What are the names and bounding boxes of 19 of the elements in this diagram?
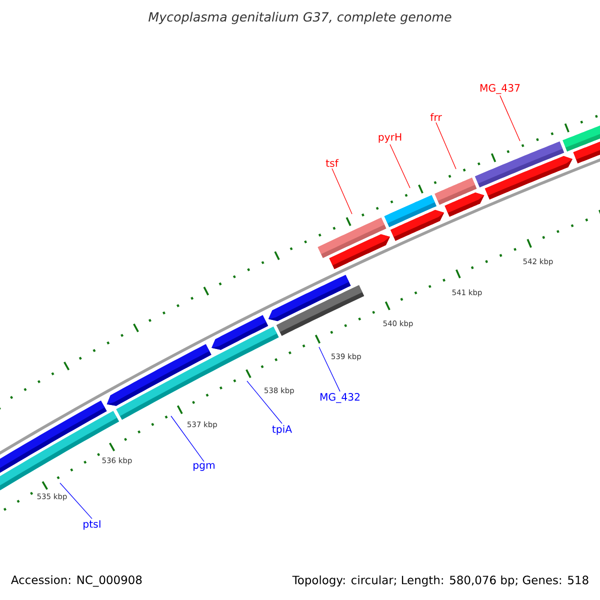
footer-text: Accession: NC_000908 [11, 575, 142, 587]
gene-label: pyrH [378, 133, 402, 143]
leader-line [390, 144, 410, 188]
gene-label: tpiA [272, 425, 292, 435]
footer-text: Topology: circular; Length: 580,076 bp; Genes: 518 [292, 575, 588, 587]
leader-line [246, 380, 282, 424]
gene-label: MG_437 [480, 84, 520, 94]
gene-label: pgm [194, 463, 215, 471]
leader-line [500, 95, 520, 142]
title: Mycoplasma genitalium G37, complete genome [148, 12, 452, 24]
gene-label: frr [430, 113, 442, 121]
gene-label: ptsI [84, 520, 100, 530]
gene-label: tsf [326, 159, 339, 167]
leader-line [170, 416, 204, 462]
leader-line [436, 122, 456, 170]
gene-label: MG_432 [320, 393, 360, 403]
leader-line [60, 482, 92, 519]
leader-line [332, 168, 352, 214]
leader-line [318, 346, 340, 392]
